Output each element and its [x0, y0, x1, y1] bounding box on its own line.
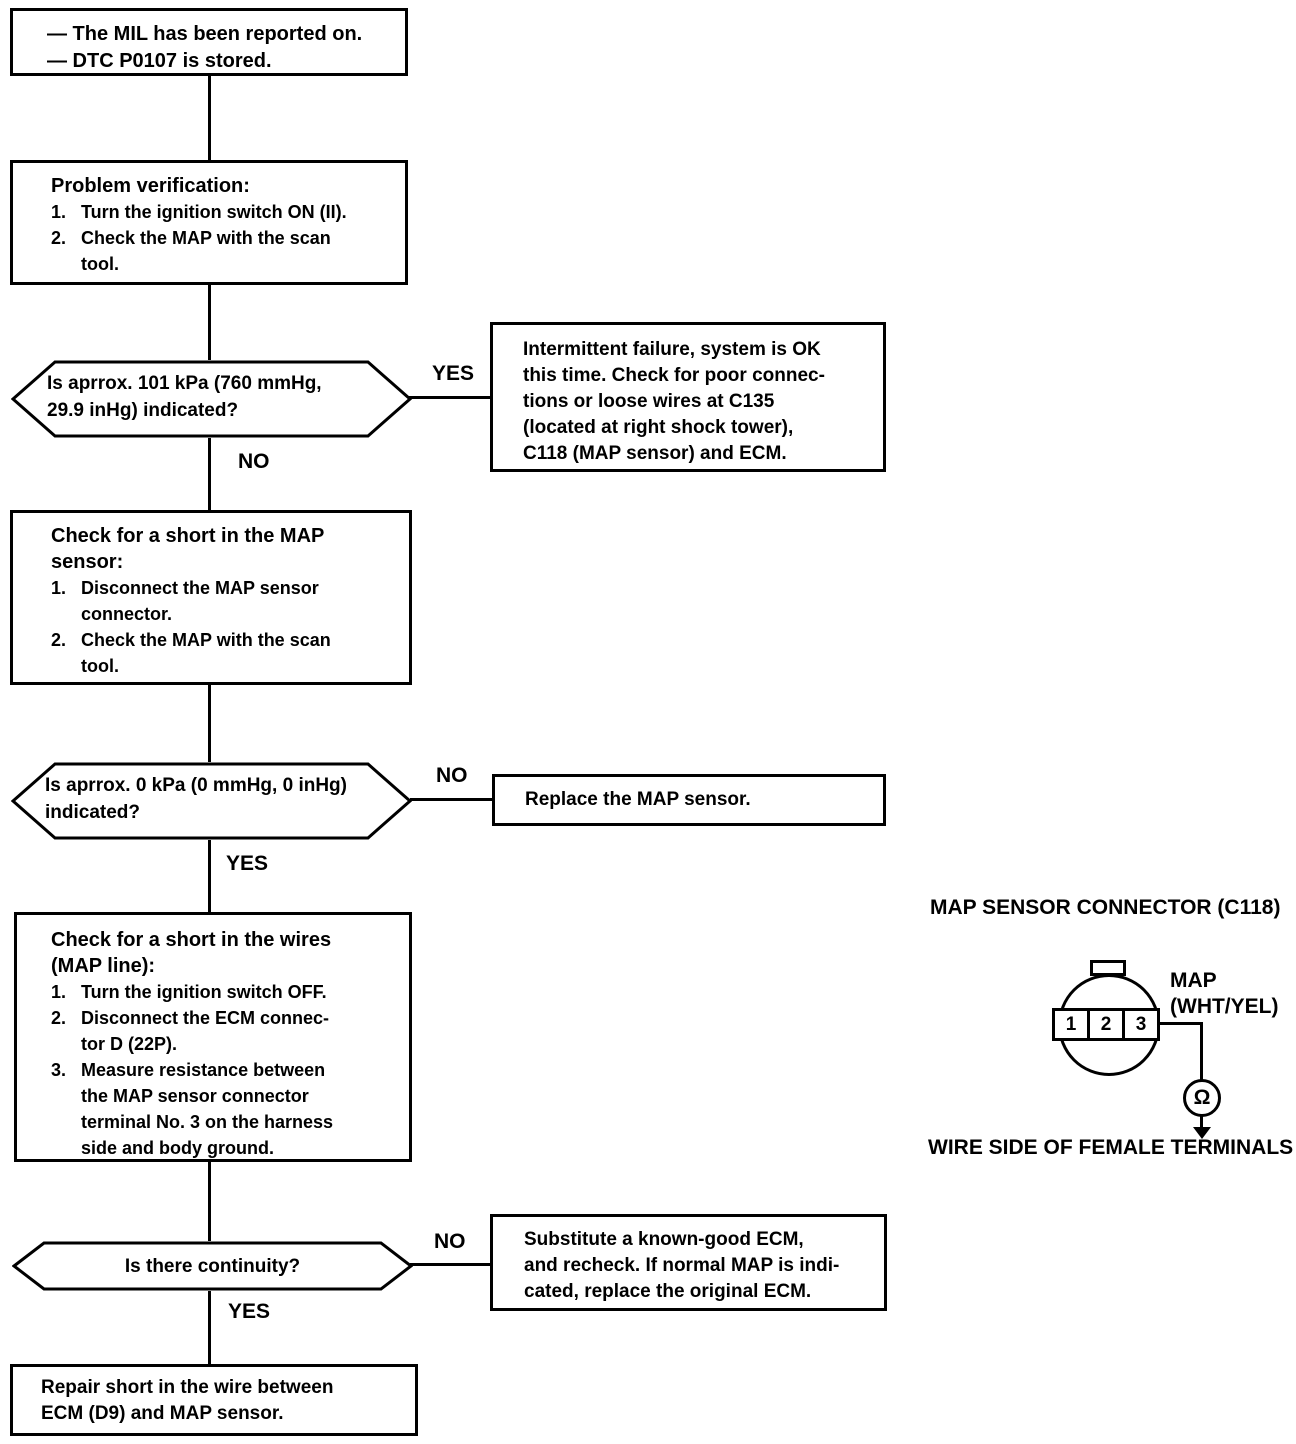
- item-number: 3.: [51, 1060, 67, 1080]
- hexagon-shape: [11, 762, 412, 840]
- hexagon-shape: [11, 360, 412, 438]
- flow-line: [208, 1291, 211, 1364]
- connector-tab: [1090, 960, 1126, 976]
- substitute-ecm-box: Substitute a known-good ECM, and recheck…: [490, 1214, 887, 1311]
- item-number: 1.: [51, 982, 67, 1002]
- item-text: Check the MAP with the scan tool.: [81, 630, 331, 676]
- item-text: Check the MAP with the scan tool.: [81, 228, 331, 274]
- list-item: 2. Check the MAP with the scan tool.: [51, 627, 401, 679]
- list-item: 2. Disconnect the ECM connec- tor D (22P…: [51, 1005, 403, 1057]
- flow-line: [208, 1162, 211, 1241]
- list-item: 1. Turn the ignition switch OFF.: [51, 979, 403, 1005]
- item-text: Turn the ignition switch ON (II).: [81, 202, 347, 222]
- ground-lead-line: [1200, 1115, 1203, 1127]
- flow-line: [208, 685, 211, 762]
- flow-line: [208, 285, 211, 360]
- question-1-hexagon: Is aprrox. 101 kPa (760 mmHg, 29.9 inHg)…: [11, 360, 412, 438]
- repair-wire-box: Repair short in the wire between ECM (D9…: [10, 1364, 418, 1436]
- result-text: Replace the MAP sensor.: [525, 789, 751, 810]
- flow-line: [410, 1263, 490, 1266]
- result-text: Intermittent failure, system is OK this …: [523, 339, 825, 464]
- wire-line: [1200, 1022, 1203, 1080]
- yes-label: YES: [226, 852, 269, 875]
- question-2-hexagon: Is aprrox. 0 kPa (0 mmHg, 0 inHg) indica…: [11, 762, 412, 840]
- terminal-3: 3: [1122, 1008, 1160, 1041]
- yes-label: YES: [432, 362, 475, 385]
- map-wire-label: MAP (WHT/YEL): [1170, 969, 1279, 1018]
- terminal-1: 1: [1052, 1008, 1090, 1041]
- ohm-symbol: Ω: [1193, 1086, 1211, 1109]
- terminal-strip: 1 2 3: [1052, 1008, 1160, 1041]
- question-3-hexagon: Is there continuity?: [12, 1241, 413, 1291]
- result-text: Substitute a known-good ECM, and recheck…: [524, 1229, 840, 1302]
- yes-label: YES: [228, 1300, 271, 1323]
- ground-arrow-icon: [1193, 1127, 1211, 1139]
- flow-line: [409, 396, 490, 399]
- flow-line: [208, 840, 211, 912]
- ohmmeter-icon: Ω: [1183, 1079, 1221, 1117]
- start-condition-box: — The MIL has been reported on. — DTC P0…: [10, 8, 408, 76]
- intermittent-failure-box: Intermittent failure, system is OK this …: [490, 322, 886, 472]
- item-number: 2.: [51, 228, 67, 248]
- problem-verification-box: Problem verification: 1. Turn the igniti…: [10, 160, 408, 285]
- item-text: Disconnect the MAP sensor connector.: [81, 578, 319, 624]
- item-text: Turn the ignition switch OFF.: [81, 982, 327, 1002]
- connector-title: MAP SENSOR CONNECTOR (C118): [930, 896, 1281, 919]
- item-text: Disconnect the ECM connec- tor D (22P).: [81, 1008, 330, 1054]
- item-number: 1.: [51, 578, 67, 598]
- box-heading: Check for a short in the MAP sensor:: [51, 525, 325, 573]
- hexagon-shape: [12, 1241, 413, 1291]
- item-text: Measure resistance between the MAP senso…: [81, 1060, 334, 1158]
- item-number: 1.: [51, 202, 67, 222]
- replace-map-sensor-box: Replace the MAP sensor.: [492, 774, 886, 826]
- result-text: Repair short in the wire between ECM (D9…: [41, 1377, 334, 1424]
- item-number: 2.: [51, 630, 67, 650]
- flow-line: [208, 438, 211, 510]
- box-heading: Problem verification:: [51, 175, 250, 197]
- no-label: NO: [436, 764, 468, 787]
- question-text: Is aprrox. 101 kPa (760 mmHg, 29.9 inHg)…: [47, 373, 322, 421]
- no-label: NO: [238, 450, 270, 473]
- start-condition-line: — The MIL has been reported on.: [47, 23, 363, 45]
- question-text: Is there continuity?: [124, 1256, 301, 1277]
- wire-side-caption: WIRE SIDE OF FEMALE TERMINALS: [928, 1136, 1294, 1159]
- list-item: 1. Turn the ignition switch ON (II).: [51, 199, 397, 225]
- box-heading: Check for a short in the wires (MAP line…: [51, 929, 332, 977]
- check-short-map-sensor-box: Check for a short in the MAP sensor: 1. …: [10, 510, 412, 685]
- question-text: Is aprrox. 0 kPa (0 mmHg, 0 inHg) indica…: [45, 775, 347, 823]
- start-condition-line: — DTC P0107 is stored.: [47, 50, 272, 72]
- flow-line: [208, 76, 211, 160]
- check-short-wires-box: Check for a short in the wires (MAP line…: [14, 912, 412, 1162]
- flow-line: [410, 798, 492, 801]
- terminal-2: 2: [1087, 1008, 1125, 1041]
- wire-line: [1158, 1022, 1203, 1025]
- list-item: 3. Measure resistance between the MAP se…: [51, 1057, 403, 1161]
- list-item: 1. Disconnect the MAP sensor connector.: [51, 575, 401, 627]
- item-number: 2.: [51, 1008, 67, 1028]
- list-item: 2. Check the MAP with the scan tool.: [51, 225, 397, 277]
- no-label: NO: [434, 1230, 466, 1253]
